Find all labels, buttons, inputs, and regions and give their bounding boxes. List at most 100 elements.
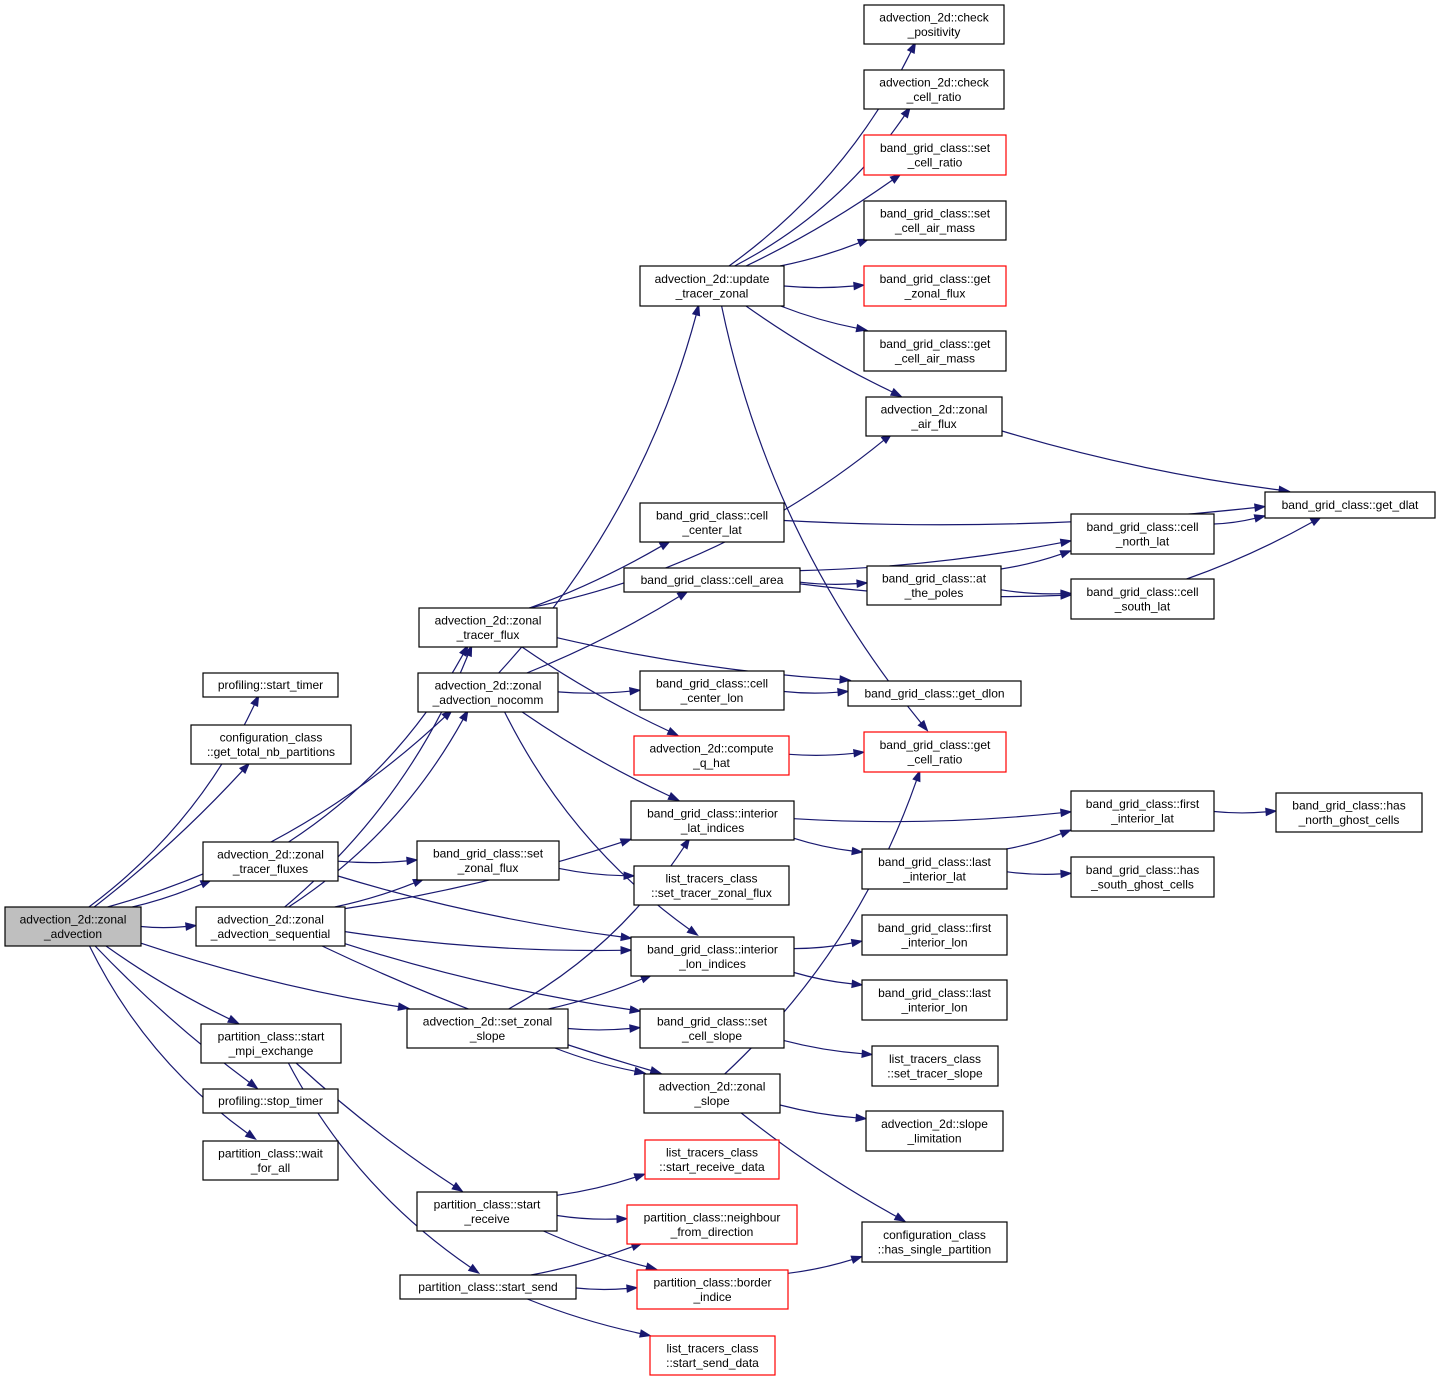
node-zonal-adv-seq[interactable]: advection_2d::zonal_advection_sequential bbox=[195, 906, 346, 947]
node-at-the-poles[interactable]: band_grid_class::at_the_poles bbox=[866, 565, 1002, 606]
node-box[interactable] bbox=[399, 1274, 577, 1300]
node-box[interactable] bbox=[639, 1008, 785, 1049]
node-box[interactable] bbox=[639, 670, 785, 711]
node-box[interactable] bbox=[630, 936, 795, 977]
node-box[interactable] bbox=[195, 906, 346, 947]
node-border-indice[interactable]: partition_class::border_indice bbox=[636, 1269, 789, 1310]
node-cell-center-lon[interactable]: band_grid_class::cell_center_lon bbox=[639, 670, 785, 711]
node-has-single-partition[interactable]: configuration_class::has_single_partitio… bbox=[861, 1221, 1008, 1263]
node-get-zonal-flux[interactable]: band_grid_class::get_zonal_flux bbox=[863, 265, 1007, 307]
node-zonal-air-flux[interactable]: advection_2d::zonal_air_flux bbox=[865, 396, 1003, 437]
node-box[interactable] bbox=[639, 502, 785, 543]
node-cfg-total[interactable]: configuration_class::get_total_nb_partit… bbox=[190, 724, 352, 765]
node-set-tracer-slope[interactable]: list_tracers_class::set_tracer_slope bbox=[871, 1045, 999, 1087]
node-box[interactable] bbox=[1264, 491, 1436, 519]
node-box[interactable] bbox=[1070, 790, 1215, 832]
node-box[interactable] bbox=[406, 1008, 569, 1049]
node-box[interactable] bbox=[1070, 513, 1215, 555]
node-zonal-tracer-fluxes[interactable]: advection_2d::zonal_tracer_fluxes bbox=[202, 841, 339, 882]
node-box[interactable] bbox=[630, 800, 795, 841]
node-start-send[interactable]: partition_class::start_send bbox=[399, 1274, 577, 1300]
node-box[interactable] bbox=[1275, 792, 1423, 833]
node-wait-all[interactable]: partition_class::wait_for_all bbox=[202, 1140, 339, 1181]
node-box[interactable] bbox=[1070, 856, 1215, 898]
node-check-cell-ratio[interactable]: advection_2d::check_cell_ratio bbox=[863, 69, 1005, 110]
node-check-positivity[interactable]: advection_2d::check_positivity bbox=[863, 4, 1005, 45]
node-set-cell-ratio[interactable]: band_grid_class::set_cell_ratio bbox=[863, 134, 1007, 176]
node-start-receive[interactable]: partition_class::start_receive bbox=[416, 1191, 558, 1232]
node-box[interactable] bbox=[863, 200, 1007, 241]
node-box[interactable] bbox=[644, 1139, 780, 1180]
node-box[interactable] bbox=[416, 840, 560, 881]
node-start-mpi[interactable]: partition_class::start_mpi_exchange bbox=[200, 1023, 342, 1064]
node-get-cell-air-mass[interactable]: band_grid_class::get_cell_air_mass bbox=[863, 330, 1007, 372]
node-box[interactable] bbox=[639, 265, 785, 307]
node-box[interactable] bbox=[866, 565, 1002, 606]
node-box[interactable] bbox=[847, 680, 1022, 707]
node-box[interactable] bbox=[861, 914, 1008, 956]
node-box[interactable] bbox=[633, 735, 790, 776]
node-last-interior-lat[interactable]: band_grid_class::last_interior_lat bbox=[861, 848, 1008, 890]
node-box[interactable] bbox=[416, 1191, 558, 1232]
node-cell-area[interactable]: band_grid_class::cell_area bbox=[623, 567, 801, 593]
node-zonal-slope[interactable]: advection_2d::zonal_slope bbox=[643, 1073, 781, 1114]
node-box[interactable] bbox=[865, 396, 1003, 437]
node-box[interactable] bbox=[865, 1110, 1004, 1152]
node-compute-q-hat[interactable]: advection_2d::compute_q_hat bbox=[633, 735, 790, 776]
node-has-south-ghost[interactable]: band_grid_class::has_south_ghost_cells bbox=[1070, 856, 1215, 898]
node-box[interactable] bbox=[649, 1335, 776, 1376]
node-first-interior-lat[interactable]: band_grid_class::first_interior_lat bbox=[1070, 790, 1215, 832]
node-box[interactable] bbox=[861, 979, 1008, 1021]
node-last-interior-lon[interactable]: band_grid_class::last_interior_lon bbox=[861, 979, 1008, 1021]
node-root[interactable]: advection_2d::zonal_advection bbox=[4, 906, 142, 947]
node-box[interactable] bbox=[1070, 578, 1215, 620]
node-box[interactable] bbox=[863, 265, 1007, 307]
node-box[interactable] bbox=[633, 865, 790, 906]
node-cell-center-lat[interactable]: band_grid_class::cell_center_lat bbox=[639, 502, 785, 543]
node-box[interactable] bbox=[863, 330, 1007, 372]
node-cell-north-lat[interactable]: band_grid_class::cell_north_lat bbox=[1070, 513, 1215, 555]
node-cell-south-lat[interactable]: band_grid_class::cell_south_lat bbox=[1070, 578, 1215, 620]
node-box[interactable] bbox=[418, 607, 558, 648]
node-update-tracer[interactable]: advection_2d::update_tracer_zonal bbox=[639, 265, 785, 307]
node-get-dlon[interactable]: band_grid_class::get_dlon bbox=[847, 680, 1022, 707]
node-box[interactable] bbox=[190, 724, 352, 765]
node-box[interactable] bbox=[863, 4, 1005, 45]
node-box[interactable] bbox=[626, 1204, 798, 1245]
node-box[interactable] bbox=[202, 672, 339, 698]
node-box[interactable] bbox=[861, 848, 1008, 890]
node-get-dlat[interactable]: band_grid_class::get_dlat bbox=[1264, 491, 1436, 519]
node-set-zonal-flux[interactable]: band_grid_class::set_zonal_flux bbox=[416, 840, 560, 881]
node-box[interactable] bbox=[863, 134, 1007, 176]
node-zonal-tracer-flux[interactable]: advection_2d::zonal_tracer_flux bbox=[418, 607, 558, 648]
node-set-zonal-slope[interactable]: advection_2d::set_zonal_slope bbox=[406, 1008, 569, 1049]
node-set-cell-slope[interactable]: band_grid_class::set_cell_slope bbox=[639, 1008, 785, 1049]
node-get-cell-ratio[interactable]: band_grid_class::get_cell_ratio bbox=[863, 731, 1007, 773]
node-box[interactable] bbox=[623, 567, 801, 593]
node-set-cell-air-mass[interactable]: band_grid_class::set_cell_air_mass bbox=[863, 200, 1007, 241]
node-box[interactable] bbox=[871, 1045, 999, 1087]
node-has-north-ghost[interactable]: band_grid_class::has_north_ghost_cells bbox=[1275, 792, 1423, 833]
node-box[interactable] bbox=[643, 1073, 781, 1114]
node-box[interactable] bbox=[636, 1269, 789, 1310]
node-first-interior-lon[interactable]: band_grid_class::first_interior_lon bbox=[861, 914, 1008, 956]
node-start-send-data[interactable]: list_tracers_class::start_send_data bbox=[649, 1335, 776, 1376]
node-box[interactable] bbox=[863, 69, 1005, 110]
node-box[interactable] bbox=[202, 841, 339, 882]
node-box[interactable] bbox=[863, 731, 1007, 773]
node-start-receive-data[interactable]: list_tracers_class::start_receive_data bbox=[644, 1139, 780, 1180]
node-interior-lat[interactable]: band_grid_class::interior_lat_indices bbox=[630, 800, 795, 841]
node-box[interactable] bbox=[861, 1221, 1008, 1263]
node-prof-stop[interactable]: profiling::stop_timer bbox=[202, 1088, 339, 1114]
node-interior-lon[interactable]: band_grid_class::interior_lon_indices bbox=[630, 936, 795, 977]
node-slope-limitation[interactable]: advection_2d::slope_limitation bbox=[865, 1110, 1004, 1152]
node-neighbour-dir[interactable]: partition_class::neighbour_from_directio… bbox=[626, 1204, 798, 1245]
node-box[interactable] bbox=[200, 1023, 342, 1064]
node-box[interactable] bbox=[202, 1140, 339, 1181]
node-set-tracer-zonal-flux[interactable]: list_tracers_class::set_tracer_zonal_flu… bbox=[633, 865, 790, 906]
node-zonal-adv-nocomm[interactable]: advection_2d::zonal_advection_nocomm bbox=[417, 672, 559, 713]
node-box[interactable] bbox=[4, 906, 142, 947]
node-box[interactable] bbox=[417, 672, 559, 713]
node-prof-start[interactable]: profiling::start_timer bbox=[202, 672, 339, 698]
node-box[interactable] bbox=[202, 1088, 339, 1114]
